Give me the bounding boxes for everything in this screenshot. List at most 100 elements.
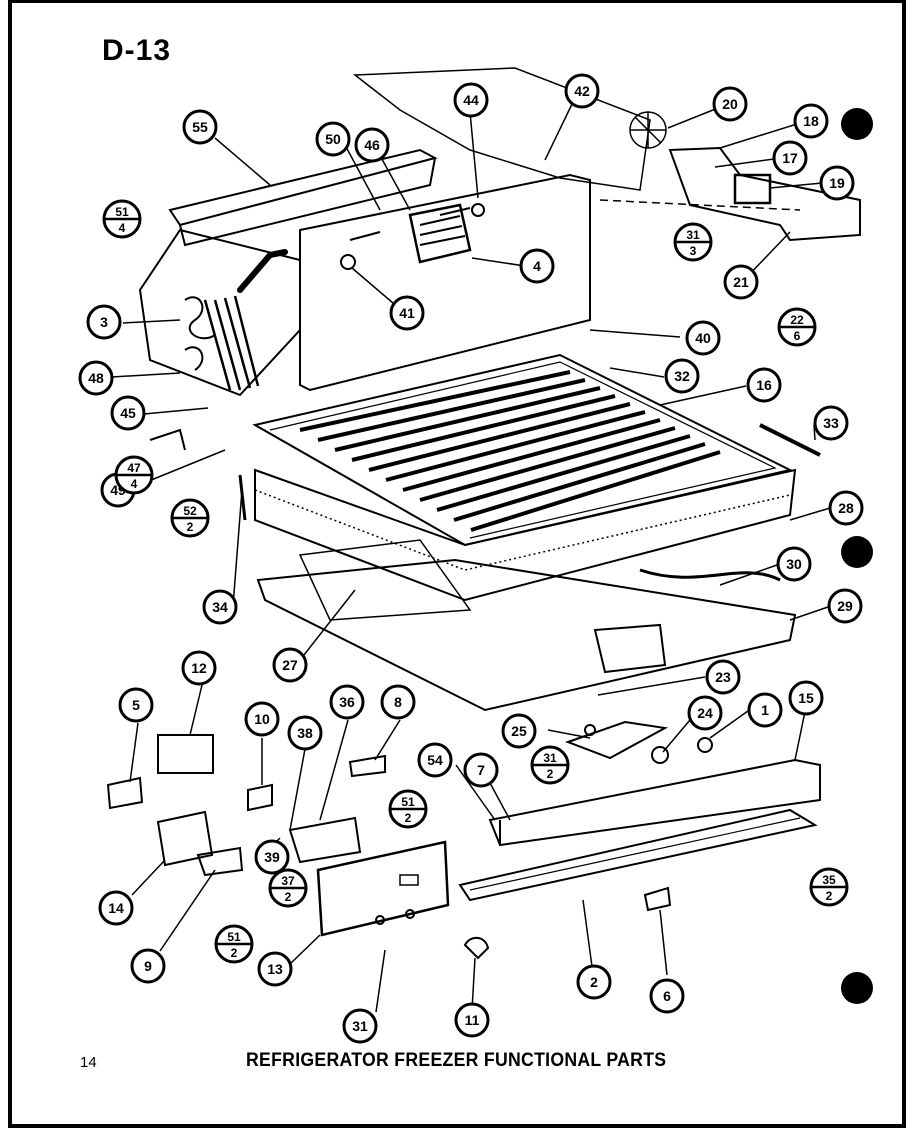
callout-7: 7 bbox=[463, 752, 499, 788]
callout-27: 27 bbox=[272, 647, 308, 683]
callout-24: 24 bbox=[687, 695, 723, 731]
defrost-heater bbox=[237, 249, 288, 293]
grommet-44 bbox=[471, 203, 485, 217]
fraction-bottom: 2 bbox=[547, 767, 554, 781]
callout-label: 39 bbox=[264, 849, 280, 865]
fraction-callout-22-6: 226 bbox=[777, 307, 817, 347]
callout-55: 55 bbox=[182, 109, 218, 145]
callout-17: 17 bbox=[772, 140, 808, 176]
light-cover bbox=[565, 720, 669, 760]
fraction-top: 31 bbox=[686, 228, 700, 242]
callout-label: 15 bbox=[798, 690, 814, 706]
part-23 bbox=[584, 724, 596, 736]
control-panel bbox=[316, 840, 450, 937]
switch-10 bbox=[247, 783, 273, 812]
liner-back-panel bbox=[352, 67, 651, 191]
callout-label: 50 bbox=[325, 131, 341, 147]
callout-34: 34 bbox=[202, 589, 238, 625]
fraction-bottom: 3 bbox=[690, 244, 697, 258]
fraction-bottom: 2 bbox=[231, 946, 238, 960]
callout-label: 6 bbox=[663, 988, 671, 1004]
fraction-top: 22 bbox=[790, 313, 804, 327]
callout-label: 19 bbox=[829, 175, 845, 191]
callout-48: 48 bbox=[78, 360, 114, 396]
callout-label: 24 bbox=[697, 705, 713, 721]
callout-15: 15 bbox=[788, 680, 824, 716]
insulated-divider bbox=[254, 468, 797, 602]
freezer-shelf bbox=[252, 353, 793, 547]
switch-9 bbox=[196, 846, 244, 877]
parts-artwork bbox=[106, 67, 861, 960]
fraction-callout-35-2: 352 bbox=[809, 867, 849, 907]
callout-54: 54 bbox=[417, 742, 453, 778]
callout-label: 4 bbox=[533, 258, 541, 274]
trim-strip bbox=[458, 808, 818, 902]
callout-label: 25 bbox=[511, 723, 527, 739]
fraction-callout-47-4: 474 bbox=[114, 455, 154, 495]
callout-10: 10 bbox=[244, 701, 280, 737]
fraction-bottom: 2 bbox=[285, 890, 292, 904]
callout-1: 1 bbox=[747, 692, 783, 728]
callout-label: 46 bbox=[364, 137, 380, 153]
part-34 bbox=[238, 474, 247, 521]
fan-bracket bbox=[668, 146, 861, 242]
callout-label: 48 bbox=[88, 370, 104, 386]
callout-21: 21 bbox=[723, 264, 759, 300]
callout-4: 4 bbox=[519, 248, 555, 284]
shelf-slats bbox=[299, 370, 721, 532]
fraction-top: 35 bbox=[822, 873, 836, 887]
fan-motor bbox=[408, 203, 472, 264]
callout-label: 31 bbox=[352, 1018, 368, 1034]
fraction-top: 47 bbox=[127, 461, 141, 475]
callout-42: 42 bbox=[564, 73, 600, 109]
fraction-top: 51 bbox=[227, 930, 241, 944]
callout-5: 5 bbox=[118, 687, 154, 723]
callout-label: 13 bbox=[267, 961, 283, 977]
callout-label: 11 bbox=[465, 1012, 480, 1028]
callout-label: 27 bbox=[282, 657, 298, 673]
callout-41: 41 bbox=[389, 295, 425, 331]
callout-32: 32 bbox=[664, 358, 700, 394]
fraction-top: 51 bbox=[115, 205, 129, 219]
baffle-panel bbox=[299, 173, 591, 392]
callout-19: 19 bbox=[819, 165, 855, 201]
cover-5 bbox=[106, 776, 144, 810]
fraction-bottom: 4 bbox=[119, 221, 126, 235]
callout-31: 31 bbox=[342, 1008, 378, 1044]
control-housing bbox=[488, 758, 821, 847]
callout-label: 29 bbox=[837, 598, 853, 614]
fraction-bottom: 2 bbox=[187, 520, 194, 534]
page-number: 14 bbox=[80, 1054, 97, 1071]
sheet-id: D-13 bbox=[102, 34, 172, 67]
callout-46: 46 bbox=[354, 127, 390, 163]
callout-label: 21 bbox=[733, 274, 749, 290]
registration-dots bbox=[841, 108, 873, 1004]
callout-25: 25 bbox=[501, 713, 537, 749]
callout-label: 45 bbox=[120, 405, 136, 421]
callout-33: 33 bbox=[813, 405, 849, 441]
callout-2: 2 bbox=[576, 964, 612, 1000]
fraction-bottom: 6 bbox=[794, 329, 801, 343]
callout-label: 14 bbox=[108, 900, 124, 916]
callout-39: 39 bbox=[254, 839, 290, 875]
callout-20: 20 bbox=[712, 86, 748, 122]
callout-44: 44 bbox=[453, 82, 489, 118]
socket-24 bbox=[651, 746, 669, 764]
callout-30: 30 bbox=[776, 546, 812, 582]
callout-label: 41 bbox=[399, 305, 415, 321]
fraction-top: 51 bbox=[401, 795, 415, 809]
callout-label: 55 bbox=[192, 119, 208, 135]
page-border bbox=[8, 0, 906, 1128]
knob-11 bbox=[463, 936, 490, 960]
callout-23: 23 bbox=[705, 659, 741, 695]
callout-45: 45 bbox=[110, 395, 146, 431]
callout-label: 2 bbox=[590, 974, 598, 990]
callout-40: 40 bbox=[685, 320, 721, 356]
callout-label: 20 bbox=[722, 96, 738, 112]
fraction-bottom: 2 bbox=[826, 889, 833, 903]
callout-13: 13 bbox=[257, 951, 293, 987]
fraction-callout-51-2: 512 bbox=[214, 924, 254, 964]
callout-label: 34 bbox=[212, 599, 228, 615]
callout-label: 17 bbox=[782, 150, 798, 166]
